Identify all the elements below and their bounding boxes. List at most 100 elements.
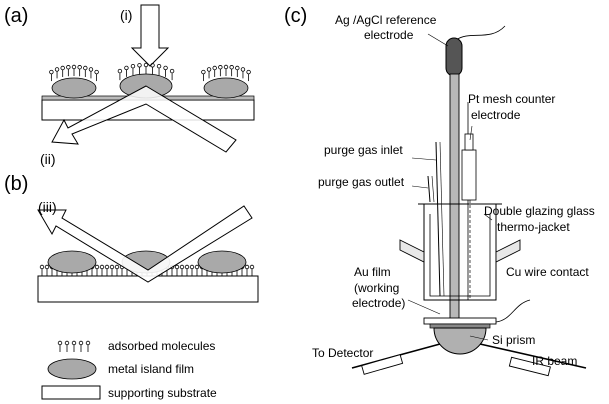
ir-beam (479, 343, 587, 369)
purge-inlet-tube (435, 141, 441, 297)
purge-inlet-tube-2 (439, 141, 445, 297)
molecule-glyph (77, 65, 82, 77)
molecule-glyph (44, 264, 50, 277)
pt-electrode-top (464, 133, 474, 151)
label-cu: Cu wire contact (506, 265, 589, 279)
molecule-glyph (71, 340, 77, 353)
panel-a: (a) (i) (ii) (4, 4, 255, 167)
label-detector: To Detector (312, 346, 373, 360)
molecule-glyph (240, 67, 246, 79)
label-glass-line1: Double glazing glass (484, 204, 595, 218)
molecule-glyph (49, 69, 54, 82)
leader-glass (483, 213, 493, 221)
molecule-glyph (194, 264, 200, 277)
thermo-jacket-inner (429, 214, 491, 297)
molecule-glyph (246, 69, 251, 82)
legend-island-icon (47, 358, 97, 380)
panel-c: (c) (284, 5, 595, 377)
cell-base-plate (423, 317, 497, 325)
label-si: Si prism (492, 333, 535, 347)
ir-optic (508, 356, 551, 377)
label-glass-line2: thermo-jacket (497, 220, 570, 234)
panel-b: (b) (iii) (4, 173, 259, 303)
panel-b-label: (b) (4, 173, 28, 195)
beam-ii-label: (ii) (40, 151, 56, 167)
molecule-glyph (156, 63, 162, 76)
legend-molecules-label: adsorbed molecules (108, 339, 215, 353)
molecule-glyph (71, 64, 77, 77)
molecule-glyph (83, 65, 88, 78)
molecule-glyph (104, 264, 110, 277)
molecule-glyph (218, 65, 223, 77)
label-purge-inlet: purge gas inlet (324, 143, 403, 157)
molecule-glyph (137, 63, 142, 75)
island-a1 (51, 77, 97, 99)
molecule-glyph (229, 65, 234, 77)
molecule-glyph (85, 340, 91, 353)
beam-i-label: (i) (120, 7, 132, 23)
molecule-glyph (235, 65, 240, 78)
molecule-glyph (54, 67, 60, 79)
label-purge-outlet: purge gas outlet (318, 175, 405, 189)
cu-wire (495, 299, 531, 323)
molecule-glyph (109, 264, 115, 277)
molecule-glyph (179, 264, 185, 277)
molecule-glyph (184, 264, 190, 277)
molecule-glyph (78, 340, 84, 353)
si-prism (433, 327, 487, 355)
molecule-glyph (99, 264, 105, 277)
legend-substrate-label: supporting substrate (108, 386, 217, 400)
reference-electrode-cap (445, 37, 463, 77)
leader-purge-outlet (411, 185, 429, 189)
molecule-glyph (223, 64, 229, 77)
purge-outlet-tube-2 (431, 175, 435, 203)
legend-molecules-icon (57, 340, 91, 353)
molecule-glyph (212, 65, 217, 78)
cell-gasket (429, 323, 491, 329)
leader-si (469, 335, 489, 341)
jacket-left-arm (399, 239, 425, 263)
island-b3 (197, 250, 247, 274)
molecule-glyph (143, 62, 149, 75)
detector-optic (361, 354, 404, 375)
molecule-glyph (130, 63, 136, 76)
legend-island-label: metal island film (108, 362, 194, 376)
beam-iii-label: (iii) (38, 199, 57, 215)
molecule-glyph (114, 264, 120, 277)
molecule-glyph (163, 65, 168, 78)
molecule-glyph (174, 264, 180, 277)
molecule-glyph (124, 65, 129, 78)
label-pt-line2: electrode (471, 108, 521, 122)
leader-au (407, 299, 441, 315)
thermo-jacket-outer (423, 204, 497, 301)
jacket-right-arm (495, 239, 521, 263)
reflected-arrow-ii (51, 85, 237, 153)
leader-pt (469, 125, 473, 141)
molecule-glyph (94, 69, 99, 82)
panel-c-label: (c) (284, 5, 307, 27)
reflected-arrow-iii (37, 205, 253, 283)
reference-wire (455, 25, 506, 41)
pt-electrode-body (461, 149, 477, 201)
label-ir: IR beam (532, 354, 577, 368)
legend: adsorbed molecules metal island film sup… (41, 339, 217, 400)
leader-purge-inlet (411, 157, 437, 161)
molecule-glyph (94, 264, 100, 277)
molecule-glyph (66, 65, 71, 77)
molecule-glyph (88, 67, 94, 79)
reference-electrode-rod (449, 73, 460, 329)
molecule-glyph (189, 264, 195, 277)
label-au-line1: Au film (354, 265, 391, 279)
label-pt-line1: Pt mesh counter (468, 92, 555, 106)
molecule-glyph (201, 69, 206, 82)
molecule-glyph (64, 340, 70, 353)
purge-outlet-tube (427, 175, 431, 203)
label-au-line3: electrode) (352, 296, 405, 310)
island-a3 (203, 77, 249, 99)
incident-arrow (130, 4, 170, 67)
molecule-glyph (60, 65, 65, 78)
label-au-line2: (working (354, 281, 399, 295)
label-ref-line1: Ag /AgCl reference (335, 13, 437, 27)
molecule-glyph (117, 68, 123, 81)
